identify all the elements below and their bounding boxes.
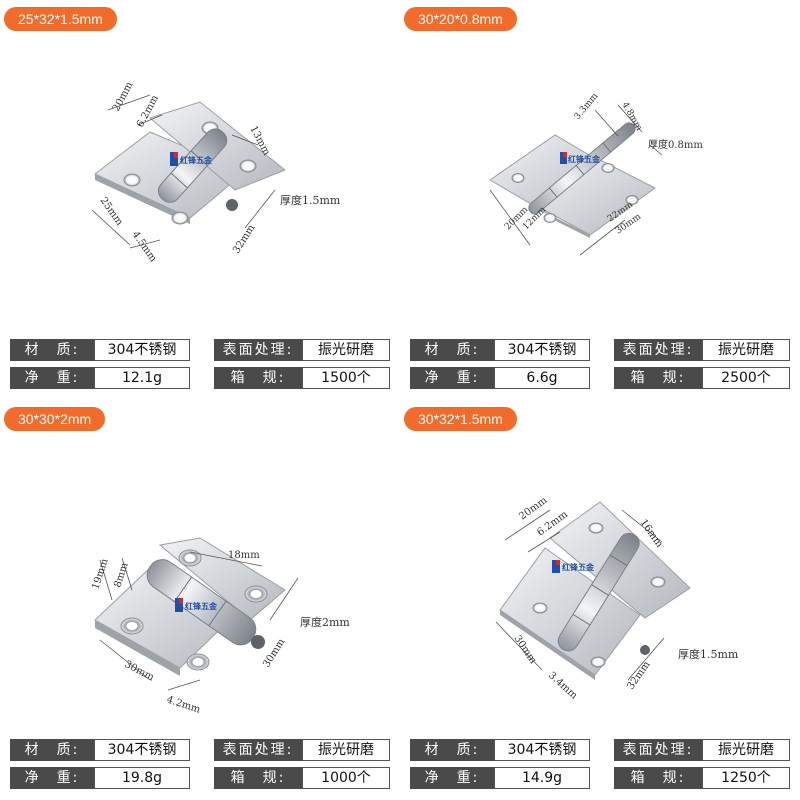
dim-label: 3.3mm <box>573 91 601 122</box>
hinge-photo: 红锋五金 20mm 6.2mm 16mm 厚度1.5mm 30mm 32mm 3… <box>495 495 739 702</box>
brand-logo-text: 红锋五金 <box>180 155 213 165</box>
hinge-photo: 红锋五金 3.3mm 4.8mm 厚度0.8mm 12mm 20mm 22mm … <box>489 91 703 256</box>
brand-logo-icon <box>560 152 567 164</box>
spec-label: 表面处理: <box>214 739 302 761</box>
spec-label: 净 重: <box>10 367 94 389</box>
spec-value: 304不锈钢 <box>94 339 190 361</box>
spec-label: 材 质: <box>410 339 494 361</box>
spec-value: 6.6g <box>494 367 590 389</box>
product-card-4: 30*32*1.5mm 红锋五金 20mm 6.2mm 16mm <box>400 400 800 800</box>
dim-label: 8mm <box>112 561 130 589</box>
spec-value: 振光研磨 <box>702 739 790 761</box>
spec-label: 材 质: <box>10 739 94 761</box>
brand-logo-icon <box>175 598 183 612</box>
spec-value: 304不锈钢 <box>494 739 590 761</box>
spec-value: 14.9g <box>494 767 590 789</box>
dim-label: 3.4mm <box>546 670 580 702</box>
spec-value: 12.1g <box>94 367 190 389</box>
spec-value: 振光研磨 <box>302 339 390 361</box>
spec-value: 振光研磨 <box>702 339 790 361</box>
product-card-1: 25*32*1.5mm 红锋五金 <box>0 0 400 400</box>
spec-label: 材 质: <box>410 739 494 761</box>
spec-label: 箱 规: <box>214 367 302 389</box>
spec-value: 1500个 <box>302 367 390 389</box>
spec-value: 1250个 <box>702 767 790 789</box>
hinge-photo: 红锋五金 20mm 6.2mm 13mm 厚度1.5mm 32mm 4.5mm … <box>91 80 341 265</box>
spec-label: 箱 规: <box>614 767 702 789</box>
spec-value: 19.8g <box>94 767 190 789</box>
dim-label: 32mm <box>625 659 652 692</box>
spec-value: 304不锈钢 <box>94 739 190 761</box>
dim-label: 18mm <box>228 550 260 561</box>
dim-label: 4.2mm <box>165 694 202 715</box>
brand-logo-text: 红锋五金 <box>185 601 218 611</box>
size-badge: 30*30*2mm <box>4 407 106 431</box>
spec-label: 净 重: <box>410 367 494 389</box>
spec-value: 1000个 <box>302 767 390 789</box>
dim-label: 20mm <box>517 495 550 523</box>
spec-label: 箱 规: <box>614 367 702 389</box>
dim-label: 30mm <box>261 636 287 669</box>
product-card-3: 30*30*2mm 红锋五金 19mm 8mm 18mm 厚 <box>0 400 400 800</box>
spec-value: 304不锈钢 <box>494 339 590 361</box>
dim-label: 厚度1.5mm <box>678 647 739 661</box>
size-badge: 25*32*1.5mm <box>4 7 117 31</box>
dim-label: 30mm <box>123 659 157 684</box>
spec-label: 净 重: <box>10 767 94 789</box>
hinge-photo: 红锋五金 19mm 8mm 18mm 厚度2mm 30mm 30mm 4.2mm <box>90 537 350 716</box>
brand-logo-text: 红锋五金 <box>562 562 595 572</box>
spec-label: 表面处理: <box>614 339 702 361</box>
dim-label: 20mm <box>111 80 136 114</box>
spec-label: 表面处理: <box>614 739 702 761</box>
size-badge: 30*32*1.5mm <box>404 407 517 431</box>
spec-value: 振光研磨 <box>302 739 390 761</box>
dim-label: 厚度2mm <box>300 615 350 629</box>
dim-label: 厚度1.5mm <box>280 193 341 207</box>
dim-label: 25mm <box>98 195 125 228</box>
size-badge: 30*20*0.8mm <box>404 7 517 31</box>
brand-logo-icon <box>552 560 560 573</box>
spec-label: 材 质: <box>10 339 94 361</box>
spec-label: 表面处理: <box>214 339 302 361</box>
dim-label: 厚度0.8mm <box>648 138 703 151</box>
brand-logo-text: 红锋五金 <box>568 154 601 164</box>
spec-value: 2500个 <box>702 367 790 389</box>
brand-logo-icon <box>170 152 178 166</box>
spec-label: 净 重: <box>410 767 494 789</box>
dim-label: 32mm <box>231 222 257 255</box>
product-card-2: 30*20*0.8mm 红锋五金 3.3mm 4.8mm 厚度0.8mm <box>400 0 800 400</box>
spec-label: 箱 规: <box>214 767 302 789</box>
